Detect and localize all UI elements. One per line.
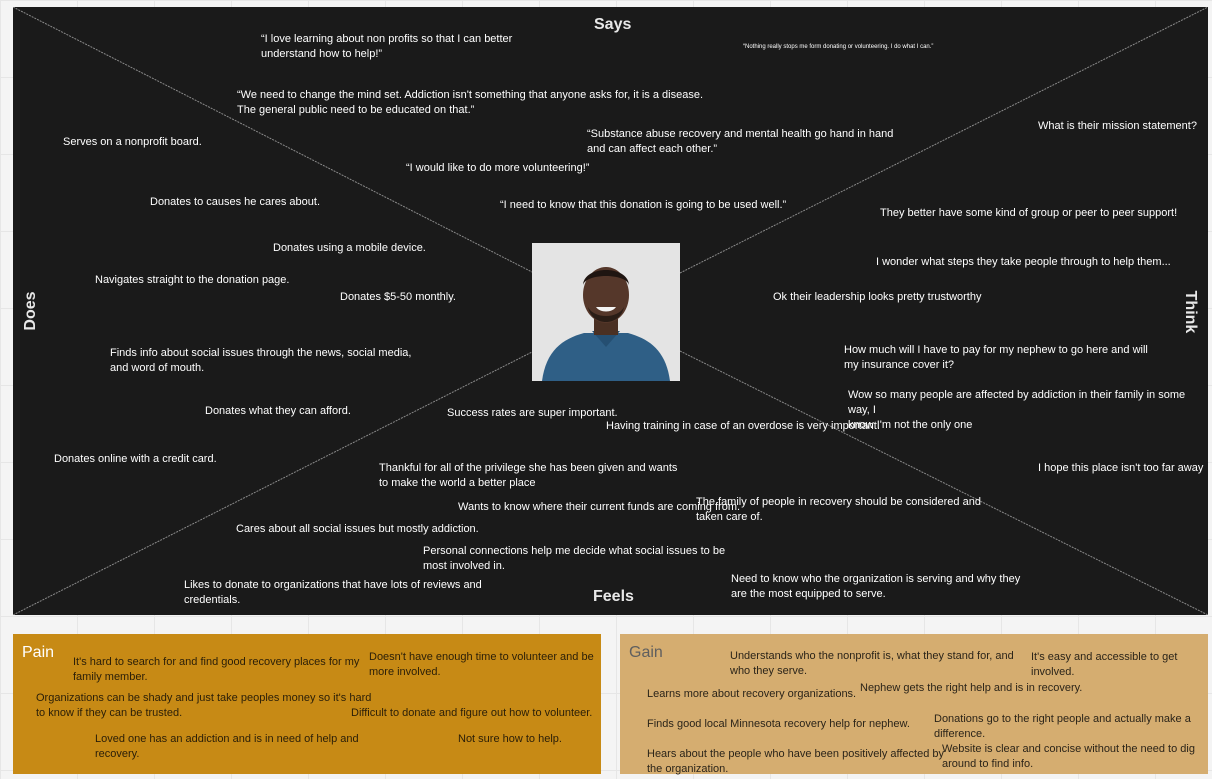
pain-note: Loved one has an addiction and is in nee… — [95, 733, 359, 760]
gain-note: Understands who the nonprofit is, what t… — [730, 650, 1014, 677]
pain-note: Organizations can be shady and just take… — [36, 692, 372, 719]
says-note: “Nothing really stops me form donating o… — [743, 44, 934, 50]
feels-note: Success rates are super important. — [447, 407, 618, 419]
feels-note: Likes to donate to organizations that ha… — [184, 579, 482, 606]
does-note: Finds info about social issues through t… — [110, 347, 412, 374]
says-note: “I love learning about non profits so th… — [261, 33, 513, 60]
pain-note: Difficult to donate and figure out how t… — [351, 707, 593, 719]
does-note: Donates using a mobile device. — [273, 242, 426, 254]
feels-note: Wants to know where their current funds … — [458, 501, 741, 513]
think-note: What is their mission statement? — [1038, 120, 1197, 132]
does-note: Navigates straight to the donation page. — [95, 274, 290, 286]
does-note: Serves on a nonprofit board. — [63, 136, 202, 148]
says-note: “I would like to do more volunteering!” — [406, 162, 590, 174]
does-label: Does — [22, 291, 39, 331]
pain-title: Pain — [22, 644, 55, 661]
does-note: Donates online with a credit card. — [54, 453, 217, 465]
think-label: Think — [1182, 290, 1199, 334]
think-note: Ok their leadership looks pretty trustwo… — [773, 291, 982, 303]
gain-title: Gain — [629, 644, 663, 661]
pain-note: Not sure how to help. — [458, 733, 562, 745]
gain-note: Learns more about recovery organizations… — [647, 688, 857, 700]
gain-note: Hears about the people who have been pos… — [647, 748, 944, 775]
persona-illustration — [532, 243, 680, 381]
does-note: Donates what they can afford. — [205, 405, 351, 417]
does-note: Donates $5-50 monthly. — [340, 291, 456, 303]
says-note: “I need to know that this donation is go… — [500, 199, 787, 211]
think-note: I hope this place isn't too far away — [1038, 462, 1204, 474]
feels-label: Feels — [593, 588, 634, 605]
feels-note: Thankful for all of the privilege she ha… — [379, 462, 678, 489]
gain-note: Website is clear and concise without the… — [942, 743, 1195, 770]
think-note: Wow so many people are affected by addic… — [848, 389, 1186, 431]
feels-note: Need to know who the organization is ser… — [731, 573, 1021, 600]
pain-panel: Pain It's hard to search for and find go… — [13, 634, 601, 774]
gain-panel: Gain Understands who the nonprofit is, w… — [620, 634, 1208, 775]
think-note: How much will I have to pay for my nephe… — [844, 344, 1148, 371]
feels-note: Having training in case of an overdose i… — [606, 420, 880, 432]
quadrant-diagonals — [13, 7, 1208, 615]
persona-photo — [532, 243, 680, 381]
pain-note: It's hard to search for and find good re… — [73, 656, 360, 683]
gain-note: It's easy and accessible to get involved… — [1031, 651, 1178, 678]
feels-note: Personal connections help me decide what… — [423, 545, 726, 572]
empathy-map-board: Says Feels Does Think “I love learning a… — [13, 7, 1208, 615]
says-note: “Substance abuse recovery and mental hea… — [587, 128, 894, 155]
feels-note: Cares about all social issues but mostly… — [236, 523, 479, 535]
says-label: Says — [594, 16, 632, 33]
think-note: They better have some kind of group or p… — [880, 207, 1178, 219]
feels-note: The family of people in recovery should … — [696, 496, 981, 523]
think-note: I wonder what steps they take people thr… — [876, 256, 1171, 268]
gain-note: Nephew gets the right help and is in rec… — [860, 682, 1083, 694]
does-note: Donates to causes he cares about. — [150, 196, 320, 208]
gain-note: Finds good local Minnesota recovery help… — [647, 718, 910, 730]
gain-note: Donations go to the right people and act… — [934, 713, 1191, 740]
says-note: “We need to change the mind set. Addicti… — [237, 89, 704, 116]
pain-note: Doesn't have enough time to volunteer an… — [369, 651, 594, 678]
